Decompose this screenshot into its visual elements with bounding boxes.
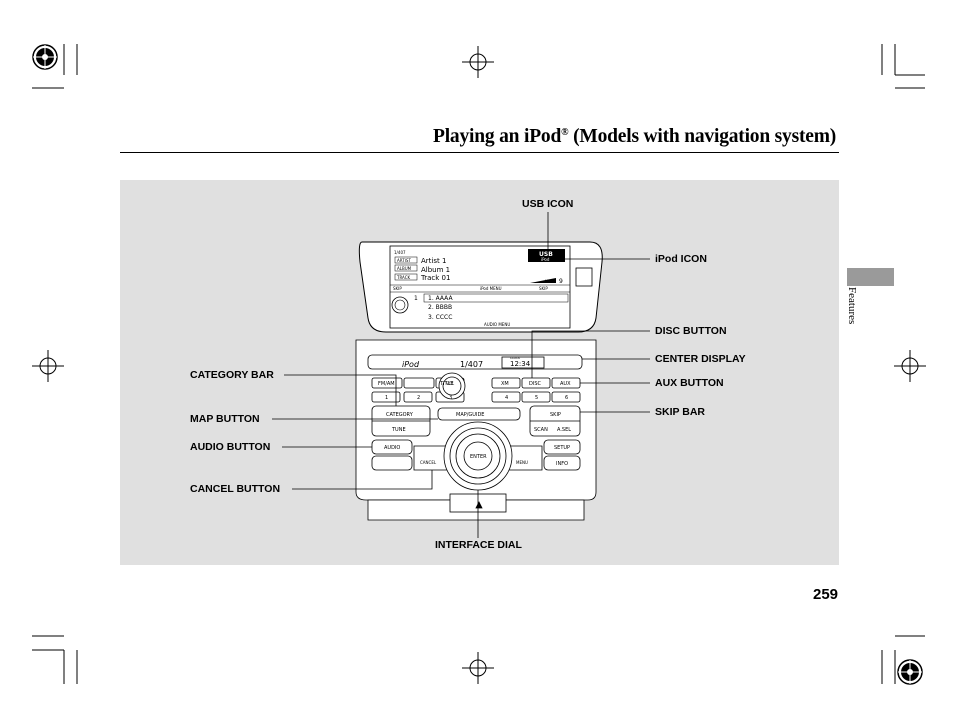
callout-aux-button: AUX BUTTON bbox=[655, 377, 724, 389]
section-tab bbox=[847, 268, 894, 286]
section-tab-label: Features bbox=[846, 287, 858, 325]
menu-button: MENU bbox=[516, 460, 528, 465]
aux-button: AUX bbox=[560, 381, 571, 387]
map-guide-button: MAP/GUIDE bbox=[456, 412, 484, 418]
preset-1: 1 bbox=[385, 395, 388, 401]
registered-mark: ® bbox=[561, 127, 569, 138]
list-item: 1. AAAA bbox=[428, 295, 453, 302]
audio-button: AUDIO bbox=[384, 445, 400, 451]
title-button: TITLE bbox=[439, 381, 454, 387]
callout-audio-button: AUDIO BUTTON bbox=[190, 441, 271, 453]
usb-badge: USB bbox=[539, 251, 553, 258]
vol-value: 9 bbox=[559, 278, 563, 285]
preset-5: 5 bbox=[535, 395, 538, 401]
callout-ipod-icon: iPod ICON bbox=[655, 253, 707, 265]
callout-category-bar: CATEGORY BAR bbox=[190, 369, 274, 381]
skip-left: SKIP bbox=[393, 286, 402, 291]
skip-right: SKIP bbox=[539, 286, 548, 291]
list-item: 3. CCCC bbox=[428, 314, 452, 321]
callout-cancel-button: CANCEL BUTTON bbox=[190, 483, 281, 495]
cancel-button: CANCEL bbox=[420, 460, 437, 465]
callout-usb-icon: USB ICON bbox=[522, 198, 574, 210]
category-bar: CATEGORY bbox=[386, 412, 414, 418]
album-name: Album 1 bbox=[421, 266, 450, 274]
display-clock-label: CLOCK bbox=[510, 356, 521, 360]
track-tag: TRACK bbox=[396, 275, 411, 280]
callout-center-display: CENTER DISPLAY bbox=[655, 353, 746, 365]
preset-3: 3 bbox=[449, 395, 452, 401]
fm-am-button: FM/AM bbox=[378, 381, 395, 387]
a-sel-button: A.SEL bbox=[557, 427, 571, 433]
leader-lines bbox=[272, 212, 650, 538]
callout-interface-dial: INTERFACE DIAL bbox=[435, 539, 522, 551]
album-tag: ALBUM bbox=[397, 266, 412, 271]
skip-bar: SKIP bbox=[550, 412, 561, 418]
display-clock: 12:34 bbox=[510, 360, 531, 368]
vol-label: VOL bbox=[545, 279, 554, 284]
ipod-badge: iPod bbox=[541, 257, 550, 262]
track-name: Track 01 bbox=[420, 274, 450, 282]
xm-button: XM bbox=[501, 381, 509, 387]
callout-skip-bar: SKIP BAR bbox=[655, 406, 705, 418]
audio-unit-illustration: 1/407 ARTIST Artist 1 ALBUM Album 1 TRAC… bbox=[272, 212, 650, 538]
artist-tag: ARTIST bbox=[397, 258, 411, 263]
display-mode: iPod bbox=[402, 360, 420, 369]
vol-knob: VOL bbox=[446, 381, 455, 386]
artist-name: Artist 1 bbox=[421, 257, 446, 265]
preset-4: 4 bbox=[505, 395, 508, 401]
list-number: 1 bbox=[414, 295, 418, 302]
preset-2: 2 bbox=[417, 395, 420, 401]
title-main: Playing an iPod bbox=[433, 126, 562, 147]
title-rule bbox=[120, 152, 839, 153]
callout-disc-button: DISC BUTTON bbox=[655, 325, 727, 337]
audio-menu-label: AUDIO MENU bbox=[484, 322, 510, 327]
scan-button: SCAN bbox=[534, 427, 548, 433]
display-counter: 1/407 bbox=[460, 360, 483, 369]
tune-bar: TUNE bbox=[391, 427, 406, 433]
enter-button: ENTER bbox=[470, 454, 487, 460]
disc-button: DISC bbox=[529, 381, 541, 387]
screen-counter: 1/407 bbox=[394, 250, 406, 255]
page-title: Playing an iPod® (Models with navigation… bbox=[433, 126, 836, 148]
title-rest: (Models with navigation system) bbox=[568, 126, 837, 147]
setup-button: SETUP bbox=[554, 445, 570, 451]
ipod-menu: iPod MENU bbox=[480, 286, 502, 291]
audio-head-unit bbox=[355, 339, 597, 521]
callout-map-button: MAP BUTTON bbox=[190, 413, 260, 425]
info-button: INFO bbox=[556, 461, 568, 467]
page-number: 259 bbox=[813, 586, 839, 603]
navigation-screen: 1/407 ARTIST Artist 1 ALBUM Album 1 TRAC… bbox=[358, 241, 603, 333]
preset-6: 6 bbox=[565, 395, 568, 401]
list-item: 2. BBBB bbox=[428, 304, 452, 311]
